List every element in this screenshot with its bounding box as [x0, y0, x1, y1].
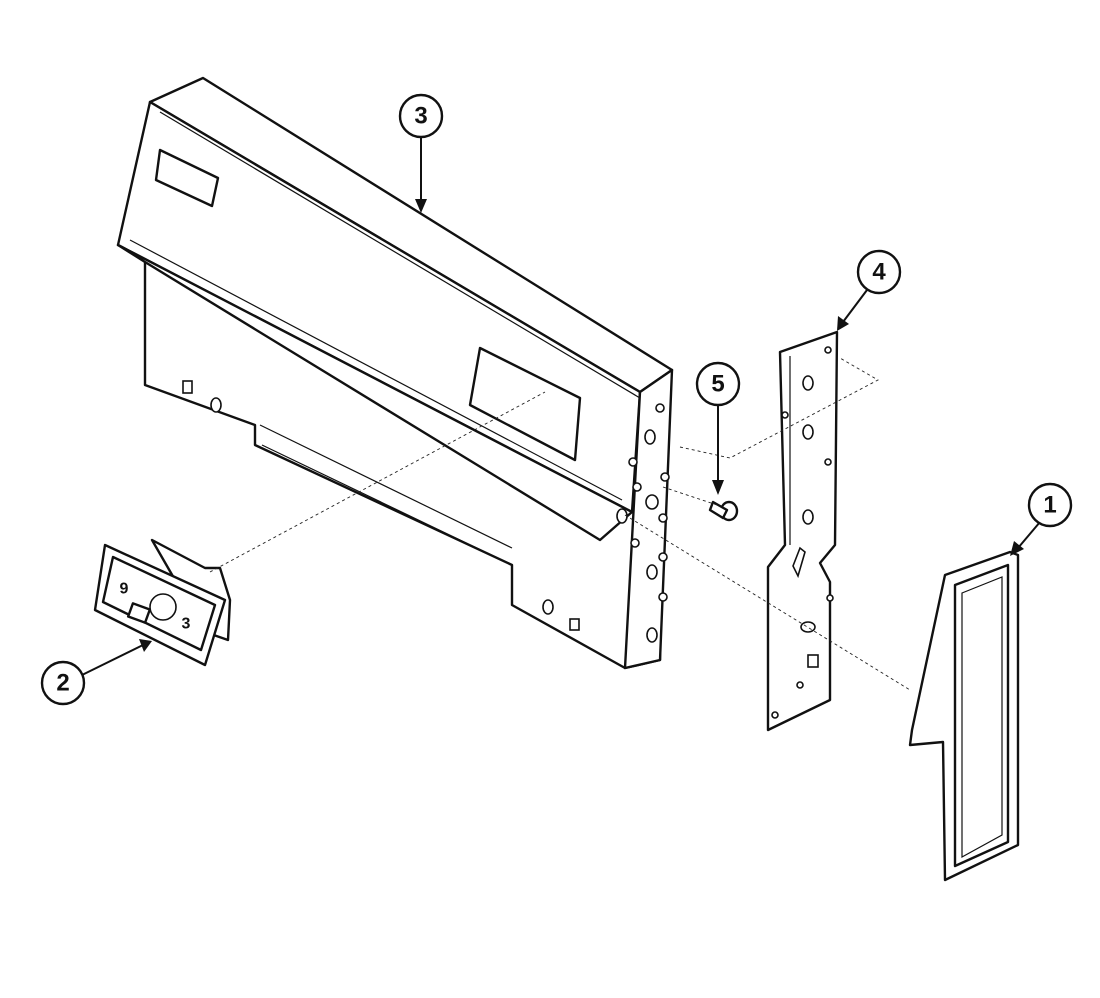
callout-5: 5: [695, 361, 741, 495]
callout-2: 2: [40, 639, 152, 706]
knob-marking-3: 3: [182, 616, 191, 633]
callout-4: 4: [837, 249, 902, 331]
screw: [708, 500, 739, 522]
bracket: [766, 330, 839, 732]
assembly-lines: [209, 357, 911, 691]
callout-2-label: 2: [56, 670, 69, 697]
callout-3: 3: [398, 93, 444, 213]
callout-5-label: 5: [711, 371, 724, 398]
control-panel: [116, 76, 674, 670]
knob-marking-9: 9: [120, 581, 129, 598]
trim: [908, 550, 1020, 882]
callout-1-label: 1: [1043, 492, 1056, 519]
control-switch: 9 3: [93, 538, 232, 667]
callout-4-label: 4: [872, 259, 886, 286]
callout-1: 1: [1010, 482, 1073, 556]
callout-3-label: 3: [414, 103, 427, 130]
